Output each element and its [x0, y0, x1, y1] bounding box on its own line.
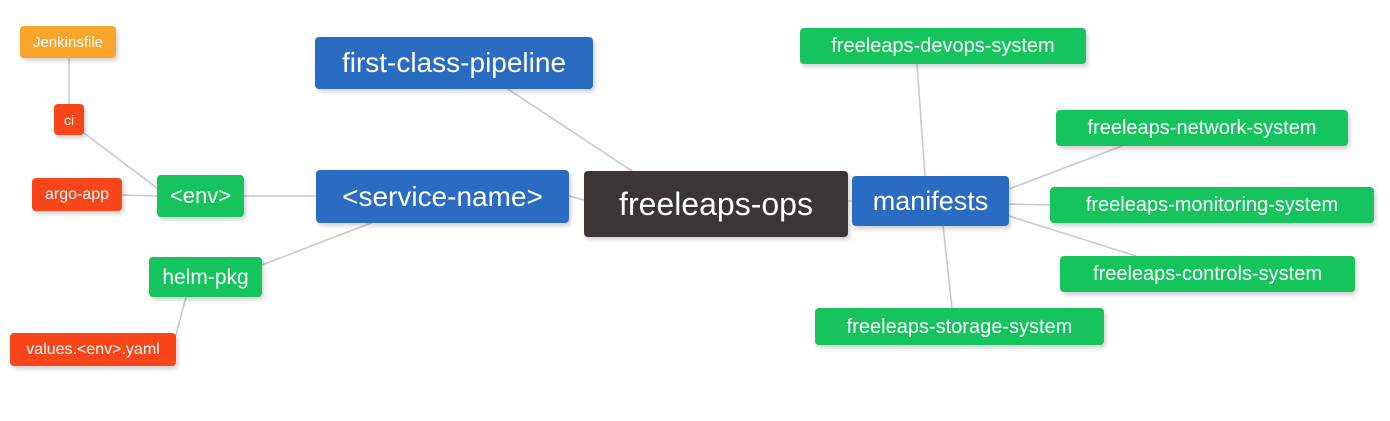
mindmap-node-label-helm-pkg: helm-pkg [162, 265, 249, 289]
mindmap-node-label-env: <env> [169, 183, 232, 208]
mindmap-node-first-class-pipeline[interactable]: first-class-pipeline [315, 37, 593, 89]
edge-manifests-to-freeleaps-monitoring-system [1008, 203, 1051, 206]
mindmap-node-label-freeleaps-monitoring-system: freeleaps-monitoring-system [1085, 194, 1339, 216]
mindmap-node-argo-app[interactable]: argo-app [32, 178, 122, 211]
mindmap-node-service-name[interactable]: <service-name> [316, 170, 569, 223]
edge-manifests-to-freeleaps-network-system [1008, 145, 1123, 190]
edge-manifests-to-freeleaps-storage-system [942, 225, 953, 309]
edge-helm-pkg-to-service-name [261, 222, 372, 266]
mindmap-node-label-values-env-yaml: values.<env>.yaml [26, 340, 160, 358]
mindmap-node-label-freeleaps-controls-system: freeleaps-controls-system [1093, 263, 1322, 285]
mindmap-node-freeleaps-storage-system[interactable]: freeleaps-storage-system [815, 308, 1104, 345]
mindmap-node-label-argo-app: argo-app [44, 185, 110, 203]
mindmap-node-helm-pkg[interactable]: helm-pkg [149, 257, 262, 297]
mindmap-node-manifests[interactable]: manifests [852, 176, 1009, 226]
mindmap-node-values-env-yaml[interactable]: values.<env>.yaml [10, 333, 176, 366]
mindmap-node-label-manifests: manifests [872, 185, 989, 216]
mindmap-node-freeleaps-controls-system[interactable]: freeleaps-controls-system [1060, 256, 1355, 292]
edge-first-class-pipeline-to-freeleaps-ops [507, 88, 633, 172]
mindmap-node-label-ci: ci [63, 111, 75, 128]
edge-values-env-yaml-to-helm-pkg [175, 296, 187, 336]
mindmap-node-env[interactable]: <env> [157, 175, 244, 217]
mindmap-node-freeleaps-devops-system[interactable]: freeleaps-devops-system [800, 28, 1086, 64]
mindmap-node-label-freeleaps-network-system: freeleaps-network-system [1087, 117, 1317, 139]
mindmap-node-freeleaps-monitoring-system[interactable]: freeleaps-monitoring-system [1050, 187, 1374, 223]
mindmap-node-label-freeleaps-ops: freeleaps-ops [619, 186, 813, 222]
mindmap-node-label-first-class-pipeline: first-class-pipeline [341, 47, 567, 78]
mindmap-node-freeleaps-ops[interactable]: freeleaps-ops [584, 171, 848, 237]
mindmap-node-label-freeleaps-storage-system: freeleaps-storage-system [846, 315, 1073, 338]
mindmap-node-freeleaps-network-system[interactable]: freeleaps-network-system [1056, 110, 1348, 146]
mindmap-node-jenkinsfile[interactable]: Jenkinsfile [20, 26, 116, 58]
mindmap-node-label-jenkinsfile: Jenkinsfile [32, 33, 104, 51]
mindmap-node-label-service-name: <service-name> [342, 180, 543, 212]
edge-manifests-to-freeleaps-devops-system [916, 63, 926, 177]
mindmap-node-label-freeleaps-devops-system: freeleaps-devops-system [831, 35, 1055, 57]
edge-service-name-to-freeleaps-ops [568, 195, 585, 201]
edge-argo-app-to-env [121, 194, 158, 197]
mindmap-node-ci[interactable]: ci [54, 104, 84, 135]
